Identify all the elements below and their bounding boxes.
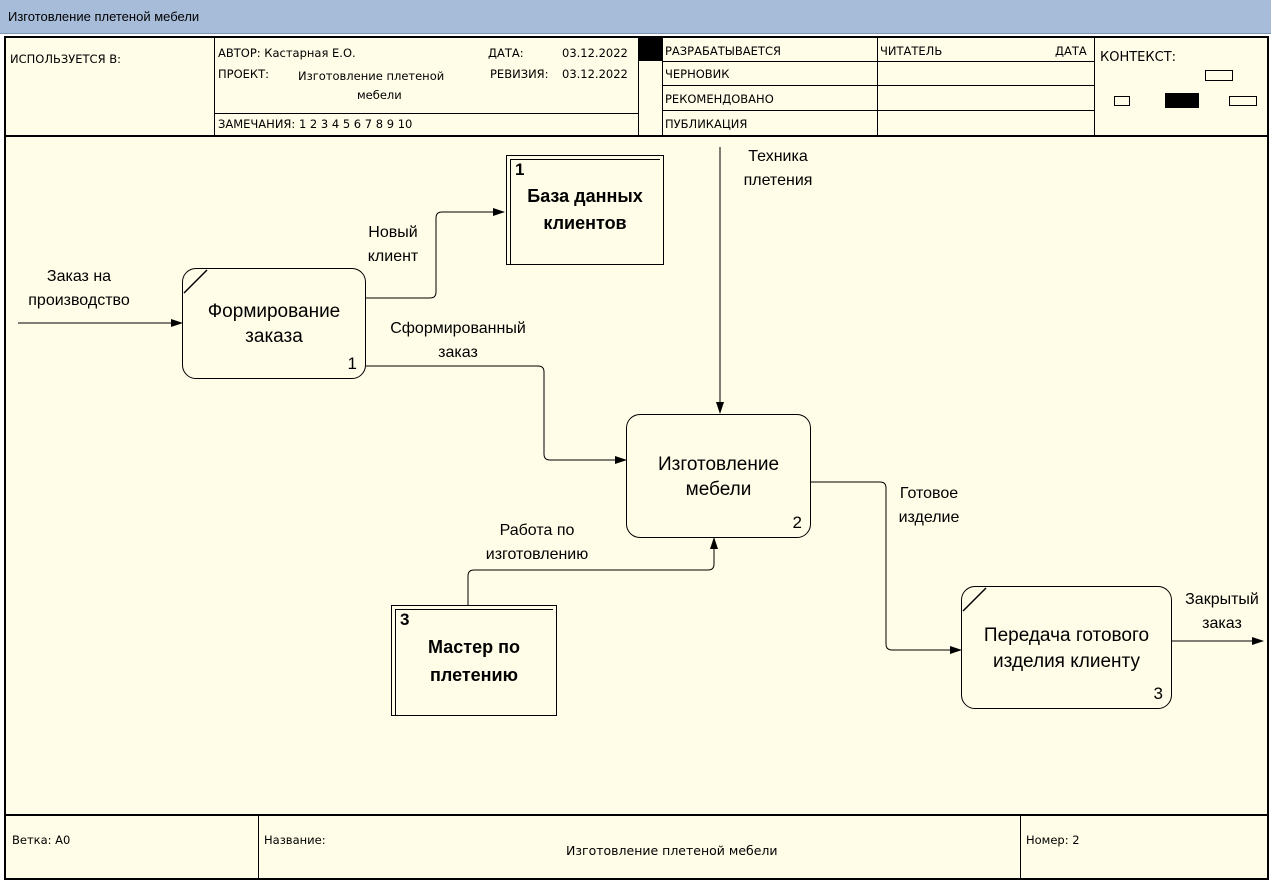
external-number: 3 [400, 610, 410, 629]
arrow-label-finished[interactable]: Готовое изделие [884, 482, 974, 530]
author-label: АВТОР: Кастарная Е.О. [218, 46, 356, 60]
number-label: Номер: 2 [1026, 833, 1080, 847]
arrow-label-line: изделие [898, 509, 960, 526]
arrow-label-work[interactable]: Работа по изготовлению [472, 519, 602, 567]
reader-label: ЧИТАТЕЛЬ [880, 44, 943, 58]
header-divider [662, 85, 1094, 86]
arrow-label-line: плетения [743, 172, 813, 189]
revision-label: РЕВИЗИЯ: [490, 67, 549, 81]
function-title: Передача готового [983, 625, 1150, 646]
arrow-label-order-in[interactable]: Заказ на производство [24, 265, 134, 313]
arrow-label-line: клиент [367, 248, 419, 265]
header-divider [214, 113, 638, 114]
idef0-frame: ИСПОЛЬЗУЕТСЯ В: АВТОР: Кастарная Е.О. ДА… [4, 36, 1269, 880]
function-title-cont: мебели [685, 479, 752, 500]
diagram-header: ИСПОЛЬЗУЕТСЯ В: АВТОР: Кастарная Е.О. ДА… [6, 38, 1267, 137]
arrow-label-closed[interactable]: Закрытый заказ [1180, 588, 1264, 636]
project-label: ПРОЕКТ: [218, 67, 269, 81]
project-value: Изготовление плетеной [298, 69, 445, 83]
arrow-label-line: Работа по [499, 522, 575, 539]
status-recommended: РЕКОМЕНДОВАНО [665, 92, 774, 106]
function-box-order-forming[interactable]: Формирование заказа 1 [182, 268, 366, 379]
footer-divider [258, 816, 259, 880]
window-titlebar: Изготовление плетеной мебели [0, 0, 1271, 34]
context-label: КОНТЕКСТ: [1100, 50, 1177, 65]
external-number: 1 [515, 160, 525, 179]
arrow-new-client [366, 208, 505, 299]
arrow-label-line: заказ [438, 344, 478, 361]
context-box-left [1114, 96, 1130, 106]
function-box-furniture-making[interactable]: Изготовление мебели 2 [626, 414, 811, 538]
context-box-right [1229, 96, 1257, 106]
external-title: Мастер по [428, 637, 520, 657]
external-title-cont: клиентов [543, 213, 627, 233]
status-publication: ПУБЛИКАЦИЯ [665, 117, 748, 131]
context-box-current [1165, 93, 1199, 108]
function-number: 3 [1153, 684, 1163, 703]
function-number: 1 [347, 354, 357, 373]
project-value-cont: мебели [357, 88, 402, 102]
function-title: Изготовление [657, 454, 780, 475]
date-label: ДАТА: [488, 46, 524, 60]
arrow-finished [811, 481, 962, 654]
arrow-label-line: Новый [368, 224, 418, 241]
header-divider [877, 38, 878, 137]
reader-date-label: ДАТА [1055, 44, 1087, 58]
header-divider [662, 110, 1094, 111]
footer-divider [1020, 816, 1021, 880]
arrows-layer [18, 147, 1264, 654]
function-box-delivery[interactable]: Передача готового изделия клиенту 3 [961, 586, 1172, 709]
notes-label: ЗАМЕЧАНИЯ: 1 2 3 4 5 6 7 8 9 10 [218, 117, 413, 131]
diagram-footer: Ветка: А0 Название: Изготовление плетено… [6, 814, 1267, 880]
arrow-label-line: изготовлению [485, 546, 589, 563]
function-number: 2 [792, 513, 802, 532]
name-label: Название: [264, 833, 326, 847]
context-box-parent [1205, 70, 1233, 81]
header-divider [214, 38, 215, 137]
name-value: Изготовление плетеной мебели [566, 843, 778, 858]
header-divider [1094, 38, 1095, 137]
arrow-label-line: Заказ на [46, 268, 112, 285]
external-box-weaving-master[interactable]: 3 Мастер по плетению [391, 605, 557, 716]
tunnel-mark-icon [183, 269, 208, 294]
function-title-cont: изделия клиенту [993, 651, 1140, 672]
arrow-label-line: Готовое [899, 485, 959, 502]
arrow-label-line: заказ [1202, 615, 1242, 632]
external-box-client-database[interactable]: 1 База данных клиентов [506, 155, 664, 265]
external-title-cont: плетению [430, 665, 518, 685]
function-title: Формирование [207, 301, 341, 322]
arrow-label-line: производство [28, 292, 130, 309]
arrow-label-new-client[interactable]: Новый клиент [358, 221, 428, 269]
date-value: 03.12.2022 [562, 46, 628, 60]
arrow-label-line: Закрытый [1185, 591, 1259, 608]
status-marker [639, 38, 662, 61]
status-draft: ЧЕРНОВИК [665, 67, 730, 81]
arrow-label-technique[interactable]: Техника плетения [728, 145, 828, 193]
header-divider [662, 61, 1094, 62]
status-in-work: РАЗРАБАТЫВАЕТСЯ [665, 44, 781, 58]
branch-label: Ветка: А0 [12, 833, 71, 847]
arrow-label-formed-order[interactable]: Сформированный заказ [368, 317, 548, 365]
tunnel-mark-icon [962, 587, 987, 612]
window-title: Изготовление плетеной мебели [8, 9, 200, 24]
diagram-canvas: Формирование заказа 1 Изготовление мебел… [6, 137, 1267, 814]
arrow-label-line: Сформированный [390, 320, 526, 337]
function-title-cont: заказа [245, 326, 303, 347]
external-title: База данных [527, 186, 643, 206]
header-divider [662, 38, 663, 137]
header-divider [638, 38, 639, 137]
arrow-work [467, 537, 718, 605]
used-in-label: ИСПОЛЬЗУЕТСЯ В: [10, 52, 121, 66]
arrow-label-line: Техника [748, 148, 808, 165]
arrow-formed-order [366, 365, 627, 464]
revision-value: 03.12.2022 [562, 67, 628, 81]
